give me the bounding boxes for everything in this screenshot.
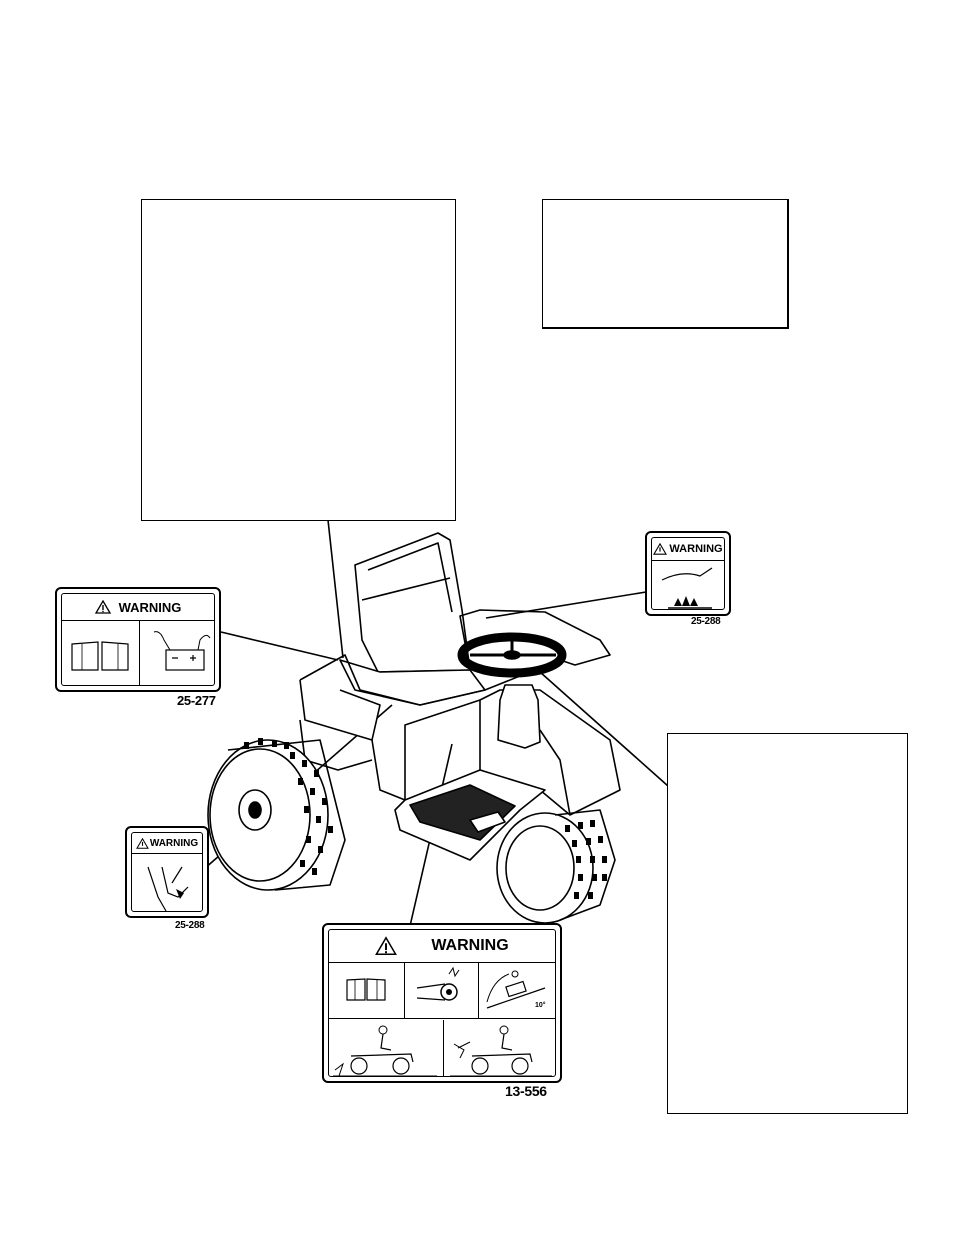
leader-line-top-left [327,519,344,659]
main-warning-decal: WARNING 10° [322,923,562,1083]
rear-fender [299,609,611,706]
decal-pictogram-cell: 10° [479,962,555,1018]
belt-entanglement-icon [416,966,460,1001]
part-number-25-277: 25-277 [177,693,216,708]
decal-pictogram-cell [329,962,405,1018]
warning-triangle-icon [653,543,668,555]
front-wheel [496,809,616,924]
decal-pictogram-cell [62,620,140,685]
rear-wheel [207,739,346,891]
part-number-25-288: 25-288 [691,616,721,627]
decal-pictogram-cell [444,1020,555,1077]
no-riders-icon [450,1025,552,1077]
decal-header-text: WARNING [149,837,199,849]
callout-box-top-left [141,199,456,521]
slope-tip-icon [486,970,546,1009]
callout-box-right [667,733,908,1114]
battery-icon [153,631,211,671]
decal-header: WARNING [652,538,724,561]
decal-pictogram-cell [329,1020,444,1077]
warning-triangle-icon [135,837,149,849]
callout-box-top-right [542,199,789,329]
steering-column [497,684,541,749]
manual-book-icon [71,641,129,671]
hot-surface-hand-icon [661,567,713,609]
battery-warning-decal: WARNING [55,587,221,692]
decal-header-text: WARNING [431,937,509,954]
hot-surface-warning-decal: WARNING [645,531,731,616]
warning-triangle-icon [375,936,398,956]
part-number-25-288-lower: 25-288 [175,920,205,931]
leader-line-battery [220,631,339,661]
decal-header-text: WARNING [118,599,182,615]
decal-header: WARNING [132,833,202,854]
decal-header-text: WARNING [669,543,723,555]
pinch-warning-decal: WARNING [125,826,209,918]
leader-line-right [539,671,669,787]
decal-header: WARNING [329,930,555,963]
steering-wheel [457,632,567,678]
decal-pictogram-cell [405,962,479,1018]
hand-pinch-icon [147,866,189,912]
manual-book-icon [346,978,386,1001]
leader-line-hot [485,591,647,619]
decal-header: WARNING [62,594,214,621]
tire-tread [244,738,607,899]
seat-back [354,532,471,673]
warning-triangle-icon [94,600,111,614]
slope-angle-label: 10° [535,1002,546,1009]
riding-mower-bystander-icon [333,1025,437,1077]
part-number-13-556: 13-556 [505,1083,547,1099]
